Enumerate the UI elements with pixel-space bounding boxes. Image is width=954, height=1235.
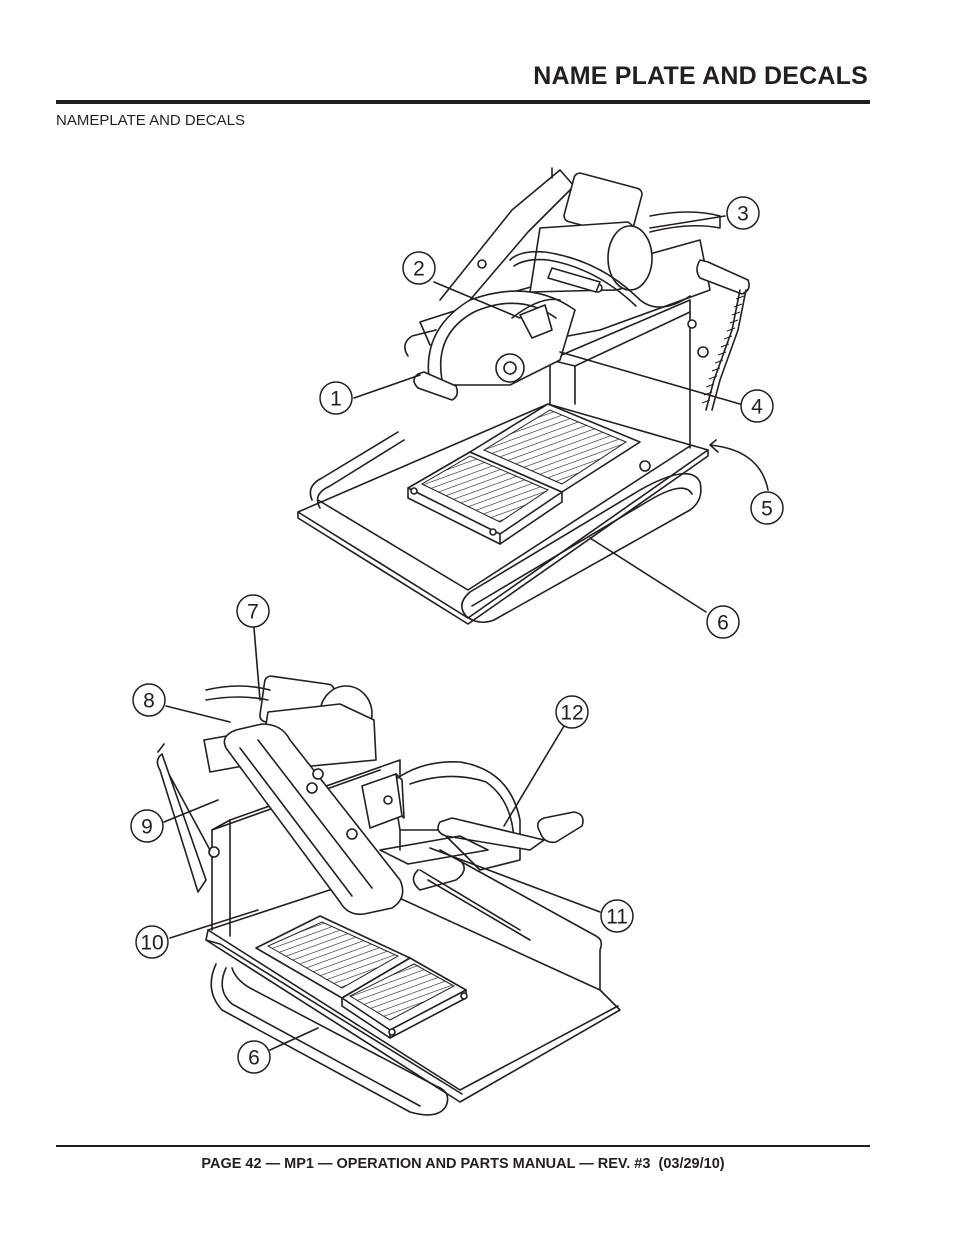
svg-text:4: 4 [751, 396, 763, 419]
callout-10: 10 [135, 925, 169, 959]
callout-5: 5 [750, 491, 784, 525]
section-subtitle: NAMEPLATE AND DECALS [56, 112, 245, 129]
svg-text:2: 2 [413, 258, 425, 281]
footer-rule [56, 1145, 870, 1147]
callout-7: 7 [236, 594, 270, 628]
page-title: NAME PLATE AND DECALS [533, 62, 868, 90]
callout-2: 2 [402, 251, 436, 285]
callout-8: 8 [132, 683, 166, 717]
bottom-switch-box [361, 773, 403, 829]
callout-3: 3 [726, 196, 760, 230]
callout-4: 4 [740, 389, 774, 423]
top-saw-illustration [297, 167, 750, 625]
bottom-saw-illustration [156, 675, 621, 1116]
top-motor-end-cap [607, 225, 653, 291]
leader-lines [163, 215, 769, 1051]
callout-6-bottom: 6 [237, 1040, 271, 1074]
svg-text:9: 9 [141, 816, 153, 839]
callout-1: 1 [319, 381, 353, 415]
bottom-drive-belt-cover [223, 723, 404, 916]
svg-text:7: 7 [247, 601, 259, 624]
svg-text:6: 6 [248, 1047, 260, 1070]
svg-text:3: 3 [737, 203, 749, 226]
callout-12: 12 [555, 695, 589, 729]
svg-text:8: 8 [143, 690, 155, 713]
svg-text:1: 1 [330, 388, 342, 411]
callout-11: 11 [600, 899, 634, 933]
bottom-blade-guard [391, 761, 521, 871]
svg-text:5: 5 [761, 498, 773, 521]
callout-6-top: 6 [706, 605, 740, 639]
title-rule [56, 100, 870, 104]
svg-text:11: 11 [606, 906, 628, 929]
callout-9: 9 [130, 809, 164, 843]
page-footer: PAGE 42 — MP1 — OPERATION AND PARTS MANU… [201, 1156, 725, 1172]
svg-text:10: 10 [140, 932, 163, 955]
svg-text:6: 6 [717, 612, 729, 635]
svg-text:12: 12 [560, 702, 583, 725]
